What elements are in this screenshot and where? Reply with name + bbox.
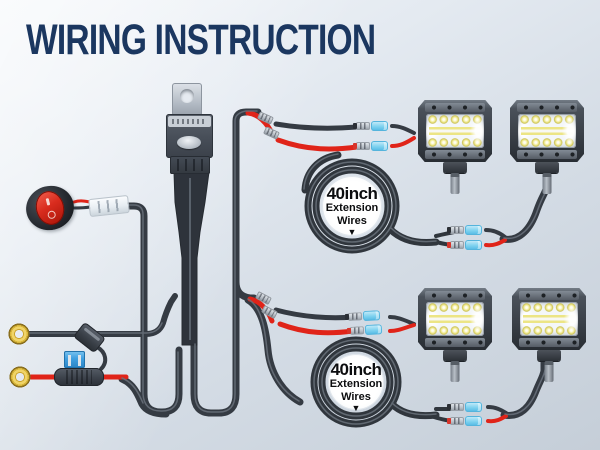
led-row bbox=[427, 114, 483, 125]
coil-2-line1: Extension bbox=[329, 378, 383, 391]
ring-terminal-negative bbox=[8, 323, 30, 345]
blue-spade-connector bbox=[371, 121, 388, 131]
pod-lens bbox=[426, 302, 484, 336]
blue-spade-connector bbox=[465, 416, 482, 426]
pod-top-rail bbox=[519, 291, 579, 300]
blue-spade-connector bbox=[465, 225, 482, 235]
red-pigtails bbox=[388, 136, 508, 424]
bracket-bolt-hole bbox=[180, 89, 194, 103]
led-pod-1 bbox=[418, 100, 492, 194]
relay-loom bbox=[173, 171, 210, 346]
connector-pair-3-red bbox=[349, 324, 383, 336]
coil-2-label-circle bbox=[328, 354, 384, 410]
led-strip bbox=[523, 313, 575, 325]
blue-spade-connector bbox=[465, 402, 482, 412]
ring-terminal-positive bbox=[9, 366, 31, 388]
coil-1-size: 40inch bbox=[326, 184, 378, 203]
connector-pair-4-black bbox=[447, 402, 482, 412]
pod-mounting-bolt bbox=[544, 361, 554, 382]
connector-pair-1-black bbox=[353, 121, 388, 131]
pod-lens bbox=[518, 114, 576, 148]
coil-2-label: 40inch Extension Wires ▼ bbox=[324, 361, 388, 413]
connector-pair-1-red bbox=[353, 141, 388, 151]
blue-spade-connector bbox=[465, 240, 482, 250]
led-row bbox=[427, 325, 483, 336]
crimp-terminal bbox=[347, 312, 363, 321]
connector-pair-2-black bbox=[447, 225, 482, 235]
crimp-terminal bbox=[447, 226, 464, 234]
connector-pair-4-red bbox=[447, 416, 482, 426]
pod-bottom-rail bbox=[425, 150, 485, 159]
led-row bbox=[427, 137, 483, 148]
page-title: WIRING INSTRUCTION bbox=[26, 16, 376, 64]
pod-mounting-bolt bbox=[450, 173, 460, 194]
coil-1-label-circle bbox=[322, 176, 382, 236]
connector-pair-3-black bbox=[347, 310, 381, 322]
crimp-terminal bbox=[447, 403, 464, 411]
pod-top-rail bbox=[517, 103, 577, 112]
relay-socket bbox=[170, 156, 210, 174]
coil-1-arrow-icon: ▼ bbox=[347, 226, 357, 237]
led-row bbox=[521, 325, 577, 336]
coil-2-line2: Wires bbox=[341, 390, 371, 403]
connector-pair-2-red bbox=[447, 240, 482, 250]
pod-lens bbox=[520, 302, 578, 336]
pod-mounting-bolt bbox=[450, 361, 460, 382]
led-row bbox=[519, 137, 575, 148]
blue-spade-connector bbox=[371, 141, 388, 151]
coil-1-label: 40inch Extension Wires ▼ bbox=[320, 185, 384, 237]
switch-on-mark bbox=[45, 198, 50, 206]
crimp-terminal bbox=[353, 122, 370, 130]
led-pod-3 bbox=[418, 288, 492, 382]
led-strip bbox=[521, 125, 573, 137]
pod-bottom-rail bbox=[517, 150, 577, 159]
coil-2-size: 40inch bbox=[330, 360, 382, 379]
switch-off-mark bbox=[46, 209, 57, 220]
switch-red-button bbox=[32, 188, 68, 228]
pod-bracket bbox=[443, 350, 467, 361]
coil-1-line1: Extension bbox=[325, 202, 379, 215]
pod-bracket bbox=[535, 162, 559, 173]
led-strip bbox=[429, 125, 481, 137]
relay-mounting-bracket bbox=[172, 83, 202, 116]
crimp-terminal bbox=[447, 241, 464, 249]
blue-spade-connector bbox=[364, 324, 383, 336]
led-row bbox=[521, 302, 577, 313]
pod-bracket bbox=[443, 162, 467, 173]
pod-mounting-bolt bbox=[542, 173, 552, 194]
led-strip bbox=[429, 313, 481, 325]
pod-bottom-rail bbox=[425, 338, 485, 347]
led-pod-4 bbox=[512, 288, 586, 382]
crimp-terminal bbox=[447, 417, 464, 425]
pod-bracket bbox=[537, 350, 561, 361]
crimp-terminal bbox=[353, 142, 370, 150]
relay-body bbox=[166, 114, 213, 158]
fuse-holder bbox=[54, 368, 104, 386]
relay-sticker bbox=[177, 136, 201, 149]
crimp-terminal bbox=[349, 326, 365, 335]
blade-fuse bbox=[64, 351, 85, 368]
coil-1-line2: Wires bbox=[337, 214, 367, 227]
blue-spade-connector bbox=[362, 310, 381, 322]
pod-lens bbox=[426, 114, 484, 148]
pod-bottom-rail bbox=[519, 338, 579, 347]
coil-2-arrow-icon: ▼ bbox=[351, 402, 361, 413]
pod-top-rail bbox=[425, 291, 485, 300]
led-row bbox=[427, 302, 483, 313]
led-row bbox=[519, 114, 575, 125]
relay-label bbox=[168, 116, 211, 127]
pod-top-rail bbox=[425, 103, 485, 112]
led-pod-2 bbox=[510, 100, 584, 194]
relay bbox=[160, 83, 220, 178]
